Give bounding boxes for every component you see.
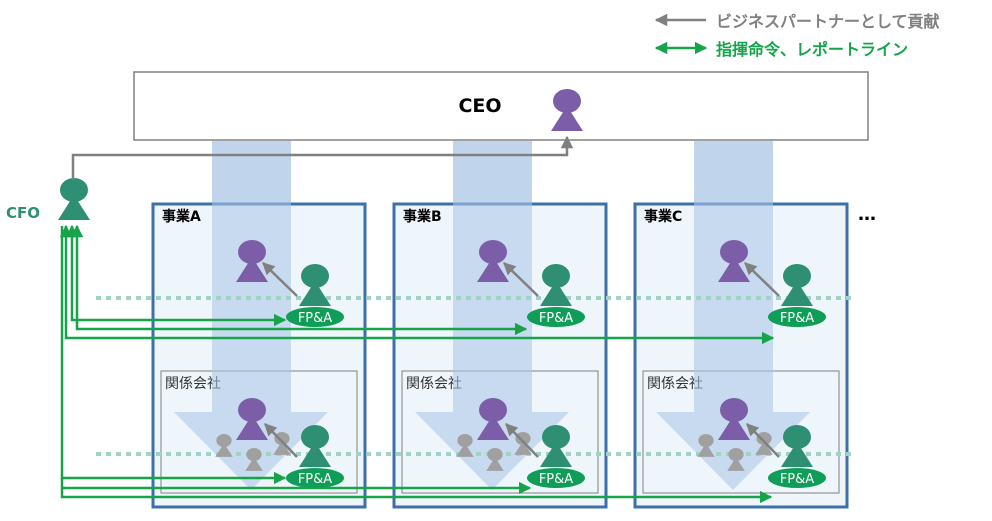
business-b-fpa-label: FP&A bbox=[539, 311, 573, 326]
legend-command-label: 指揮命令、レポートライン bbox=[716, 40, 908, 59]
affiliate-b-label: 関係会社 bbox=[406, 376, 462, 392]
affiliate-b-partner-arrow bbox=[505, 423, 539, 458]
affiliate-b-fpa-badge bbox=[527, 468, 585, 488]
affiliate-c-label: 関係会社 bbox=[647, 376, 703, 392]
affiliate-a-label: 関係会社 bbox=[165, 376, 221, 392]
command-line-to-fpa-c bbox=[59, 224, 775, 345]
legend-partner-label: ビジネスパートナーとして貢献 bbox=[716, 12, 940, 31]
cfo-person-icon bbox=[58, 178, 90, 220]
business-c-fpa-label: FP&A bbox=[780, 311, 814, 326]
business-c-label: 事業C bbox=[644, 208, 682, 225]
affiliate-a-partner-arrow bbox=[264, 423, 298, 458]
business-a-fpa-label: FP&A bbox=[298, 311, 332, 326]
business-a-label: 事業A bbox=[162, 208, 201, 225]
command-lines bbox=[59, 224, 775, 504]
business-b-label: 事業B bbox=[403, 208, 442, 225]
affiliate-a-fpa-label: FP&A bbox=[298, 472, 332, 487]
affiliate-c-staff: FP&A bbox=[697, 398, 826, 488]
legend: ビジネスパートナーとして貢献 指揮命令、レポートライン bbox=[654, 12, 940, 59]
cfo-to-ceo-partner-arrow bbox=[71, 135, 574, 180]
more-businesses-ellipsis: … bbox=[858, 204, 876, 225]
cfo: CFO bbox=[6, 178, 90, 222]
business-c-fpa-badge bbox=[768, 307, 826, 327]
affiliate-a-fpa-badge bbox=[286, 468, 344, 488]
affiliate-c-partner-arrow bbox=[746, 423, 780, 458]
affiliate-c-fpa-badge bbox=[768, 468, 826, 488]
cfo-label: CFO bbox=[6, 204, 40, 222]
ceo-box: CEO bbox=[133, 71, 869, 141]
affiliate-b-fpa-label: FP&A bbox=[539, 472, 573, 487]
command-line-to-affiliate-c bbox=[60, 478, 773, 504]
affiliate-a-staff: FP&A bbox=[215, 398, 344, 488]
ceo-label: CEO bbox=[458, 95, 501, 117]
affiliate-c-fpa-label: FP&A bbox=[780, 472, 814, 487]
affiliate-b-staff: FP&A bbox=[456, 398, 585, 488]
